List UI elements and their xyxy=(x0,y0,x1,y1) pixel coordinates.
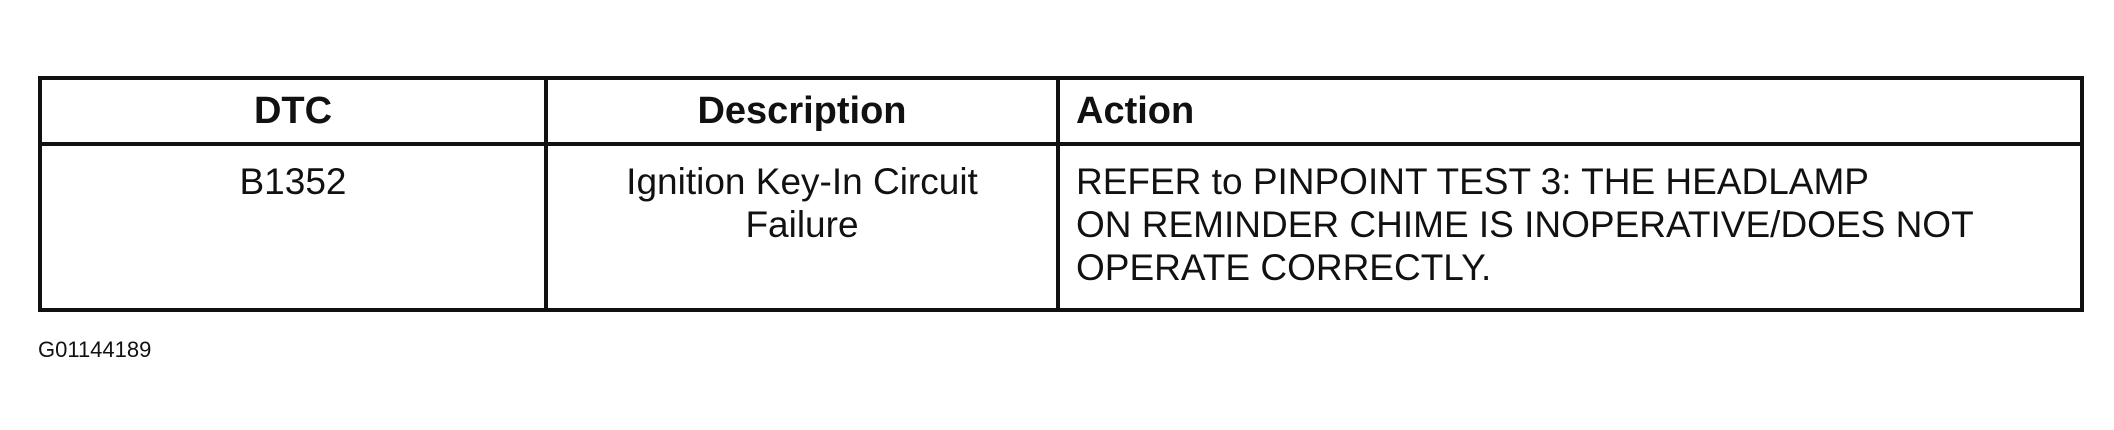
cell-description: Ignition Key-In Circuit Failure xyxy=(544,142,1060,312)
cell-action: REFER to PINPOINT TEST 3: THE HEADLAMP O… xyxy=(1056,142,2084,312)
table-header: DTC Description Action xyxy=(38,76,2084,146)
description-line: Failure xyxy=(745,204,859,245)
header-description: Description xyxy=(544,76,1060,146)
cell-dtc-code: B1352 xyxy=(38,142,548,312)
figure-id: G01144189 xyxy=(38,337,152,362)
header-row: DTC Description Action xyxy=(38,76,2084,146)
action-line: OPERATE CORRECTLY. xyxy=(1076,247,1492,288)
header-dtc: DTC xyxy=(38,76,548,146)
table-row: B1352 Ignition Key-In Circuit Failure RE… xyxy=(38,142,2084,312)
action-line: ON REMINDER CHIME IS INOPERATIVE/DOES NO… xyxy=(1076,204,1974,245)
header-action: Action xyxy=(1056,76,2084,146)
action-line: REFER to PINPOINT TEST 3: THE HEADLAMP xyxy=(1076,161,1869,202)
table-body: B1352 Ignition Key-In Circuit Failure RE… xyxy=(38,142,2084,312)
description-line: Ignition Key-In Circuit xyxy=(626,161,978,202)
dtc-table: DTC Description Action B1352 Ignition Ke… xyxy=(38,76,2084,312)
